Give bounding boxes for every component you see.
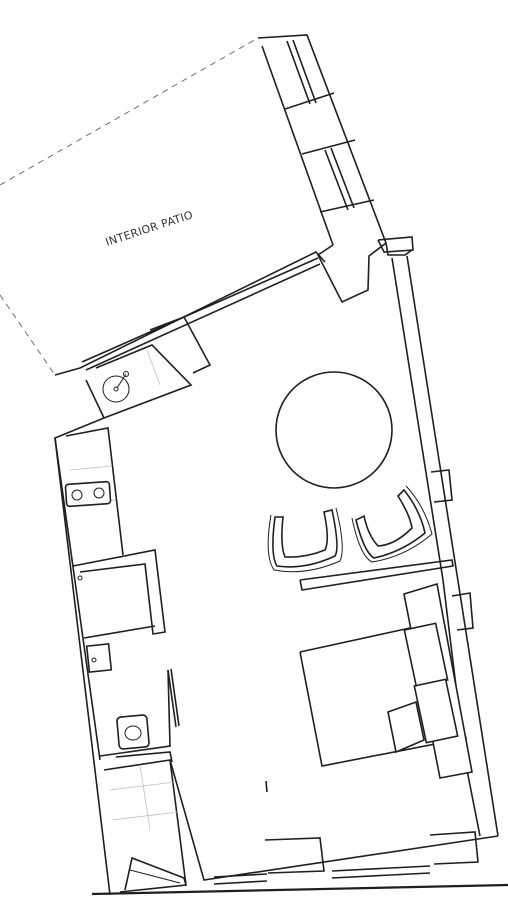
wardrobe — [72, 549, 166, 639]
bathroom — [85, 643, 180, 757]
bed — [299, 582, 473, 779]
armchair-left — [267, 507, 343, 573]
armchair-right — [351, 485, 433, 563]
exterior-wall-bottom — [91, 759, 508, 896]
exterior-wall-right — [385, 242, 499, 837]
exterior-wall-left — [54, 417, 124, 896]
washbasin-counter — [85, 344, 193, 420]
closet — [103, 751, 187, 893]
wall-pier — [316, 236, 414, 304]
washbasin-icon — [102, 375, 130, 403]
patio-label: INTERIOR PATIO — [104, 208, 195, 249]
toilet-icon — [116, 714, 150, 750]
interior-patio: INTERIOR PATIO — [0, 37, 259, 376]
kitchen-counter — [64, 465, 116, 508]
shower-tray — [85, 643, 113, 673]
round-table — [275, 371, 393, 489]
partition-wall — [299, 559, 454, 591]
patio-window-wall — [54, 251, 326, 376]
exterior-wall-top-right — [257, 34, 387, 246]
pillow-bottom — [413, 678, 459, 744]
